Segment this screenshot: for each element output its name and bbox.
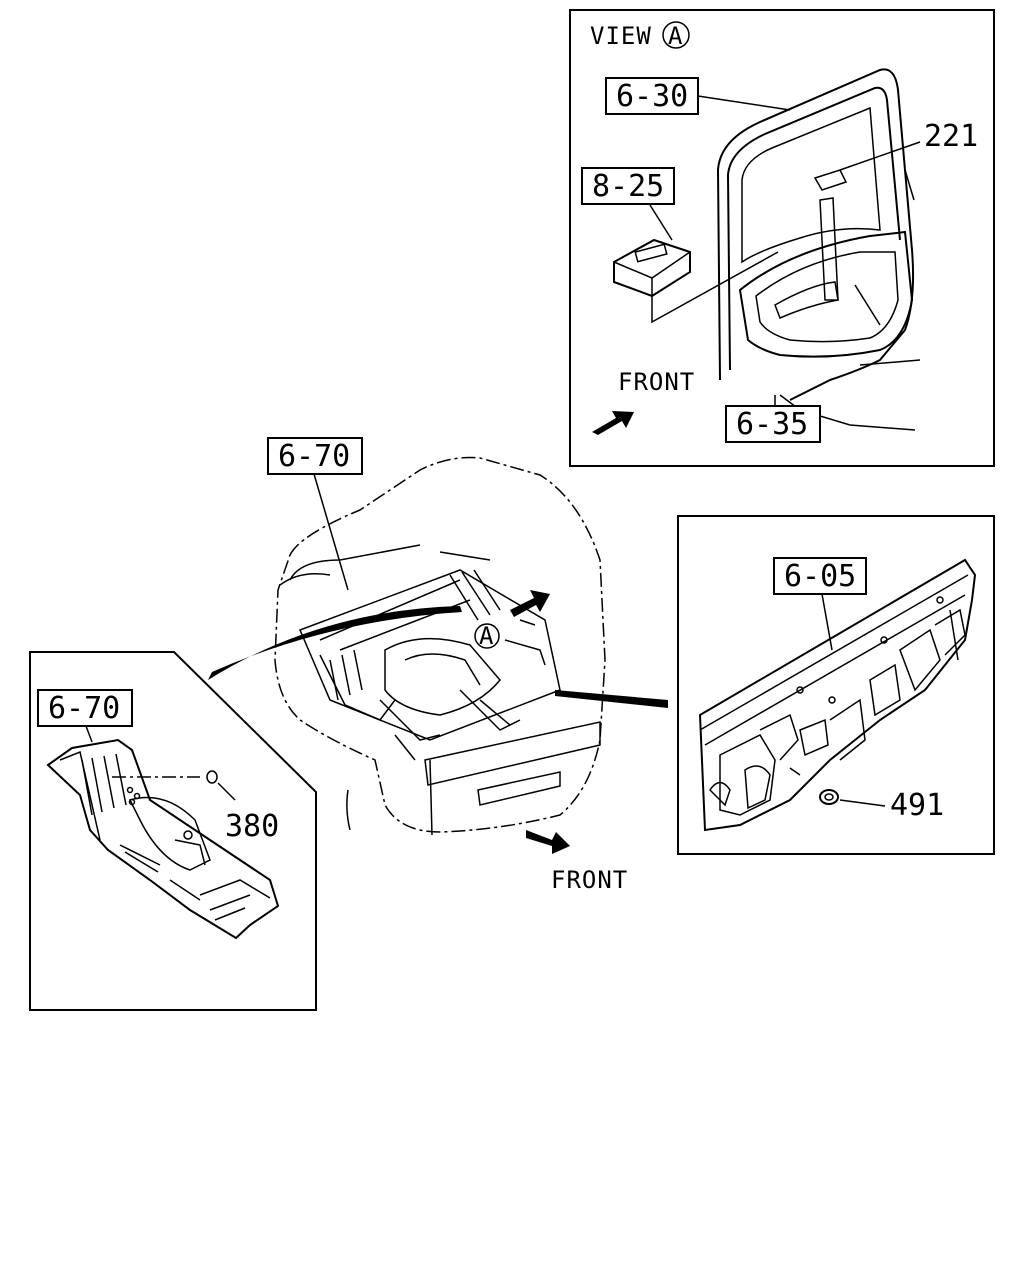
main-cab-drawing: A	[274, 456, 606, 836]
leader-6-30	[697, 95, 791, 111]
leader-inset-6-70	[85, 725, 93, 743]
callout-6-05-box	[773, 557, 867, 595]
main-front-arrow-lower	[526, 830, 570, 854]
callout-inset-6-70: 6-70	[48, 691, 120, 726]
leader-6-05	[821, 593, 833, 651]
view-a-marker-circle	[662, 21, 690, 49]
view-a-front-arrow	[592, 411, 634, 435]
callout-221: 221	[924, 119, 978, 154]
right-inset-panel: 6-05 491	[677, 515, 995, 855]
leader-491	[839, 799, 886, 807]
dash-panel-drawing	[698, 558, 977, 832]
view-a-marker-letter: A	[668, 22, 683, 50]
pointer-to-left-inset	[208, 606, 462, 680]
left-inset-frame	[29, 651, 317, 1011]
callout-6-05: 6-05	[784, 559, 856, 594]
callout-8-25: 8-25	[592, 169, 664, 204]
callout-6-30-box	[605, 77, 699, 115]
main-marker-letter: A	[479, 622, 494, 650]
view-a-front-label: FRONT	[618, 368, 695, 396]
leader-inset-380	[217, 782, 236, 801]
pointer-to-right-inset	[555, 690, 668, 708]
callout-6-35-box	[725, 405, 821, 443]
switch-assembly-drawing	[613, 238, 779, 324]
leader-221	[839, 141, 921, 171]
view-a-frame	[569, 9, 995, 467]
grommet-491-drawing	[819, 789, 839, 805]
callout-main-6-70-box	[267, 437, 363, 475]
callout-main-6-70: 6-70	[278, 439, 350, 474]
right-inset-frame	[677, 515, 995, 855]
leader-main-6-70	[313, 473, 349, 591]
leader-8-25	[649, 204, 673, 241]
callout-inset-6-70-box	[37, 689, 133, 727]
view-a-panel: VIEW A	[569, 9, 995, 467]
main-front-label: FRONT	[551, 866, 628, 894]
callout-491: 491	[890, 788, 944, 823]
grommet-491-inner	[824, 793, 834, 801]
callout-8-25-box	[581, 167, 675, 205]
callout-6-35: 6-35	[736, 407, 808, 442]
callout-380: 380	[225, 809, 279, 844]
door-panel-drawing	[716, 68, 921, 431]
main-marker-circle	[474, 623, 500, 649]
plug-380-drawing	[206, 770, 218, 784]
callout-6-30: 6-30	[616, 79, 688, 114]
left-floor-panel-drawing	[46, 738, 280, 940]
main-front-arrow-upper	[510, 590, 550, 617]
left-inset-panel: 6-70 380	[29, 651, 317, 1011]
view-a-title: VIEW	[590, 22, 652, 50]
